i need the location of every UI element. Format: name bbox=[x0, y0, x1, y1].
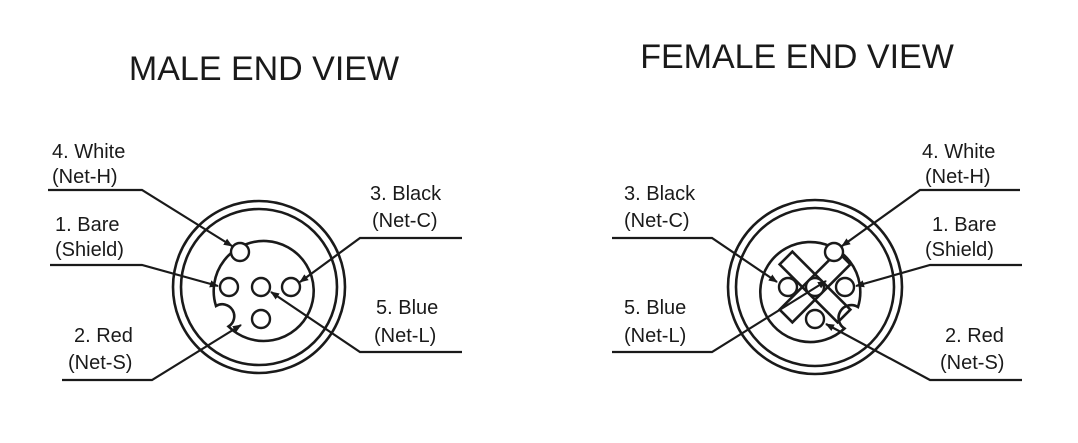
male-pin-4 bbox=[229, 241, 251, 263]
female-black-number: 3. Black bbox=[624, 183, 696, 205]
female-blue-signal: (Net-L) bbox=[624, 325, 686, 347]
female-red-signal: (Net-S) bbox=[940, 352, 1004, 374]
male-pin-5 bbox=[250, 276, 272, 298]
male-pin-2 bbox=[250, 308, 272, 330]
male-blue-number: 5. Blue bbox=[376, 297, 438, 319]
male-label-white: 4. White (Net-H) bbox=[48, 141, 233, 247]
female-bare-signal: (Shield) bbox=[925, 239, 994, 261]
male-blue-leader bbox=[270, 291, 462, 354]
male-bare-leader bbox=[50, 263, 219, 288]
male-key-outline bbox=[212, 239, 315, 343]
female-white-number: 4. White bbox=[922, 141, 995, 163]
male-red-number: 2. Red bbox=[74, 325, 133, 347]
female-pin-4 bbox=[823, 241, 845, 263]
male-black-number: 3. Black bbox=[370, 183, 442, 205]
female-white-leader bbox=[841, 188, 1020, 247]
female-white-signal: (Net-H) bbox=[925, 166, 991, 188]
male-outer-ring bbox=[171, 199, 347, 375]
male-bare-signal: (Shield) bbox=[55, 239, 124, 261]
female-end-view: FEMALE END VIEW 4. White (Net-H) 3. bbox=[612, 38, 1022, 382]
female-pin-3 bbox=[777, 276, 799, 298]
male-end-view: MALE END VIEW 4. White (Net-H) 3. Black … bbox=[48, 50, 462, 382]
male-black-leader bbox=[299, 236, 462, 283]
male-inner-ring bbox=[179, 207, 339, 367]
female-label-blue: 5. Blue (Net-L) bbox=[612, 280, 827, 354]
female-label-red: 2. Red (Net-S) bbox=[825, 323, 1022, 382]
female-bare-leader bbox=[855, 263, 1022, 288]
male-black-signal: (Net-C) bbox=[372, 210, 438, 232]
male-white-number: 4. White bbox=[52, 141, 125, 163]
female-black-signal: (Net-C) bbox=[624, 210, 690, 232]
female-pin-2 bbox=[804, 308, 826, 330]
female-label-black: 3. Black (Net-C) bbox=[612, 183, 778, 283]
male-pin-3 bbox=[280, 276, 302, 298]
female-blue-number: 5. Blue bbox=[624, 297, 686, 319]
male-white-leader bbox=[48, 188, 233, 247]
male-pin-1 bbox=[218, 276, 240, 298]
female-black-leader bbox=[612, 236, 778, 283]
male-label-blue: 5. Blue (Net-L) bbox=[270, 291, 462, 354]
female-connector-body bbox=[726, 198, 904, 376]
male-red-leader bbox=[62, 324, 242, 382]
male-connector-body bbox=[171, 199, 347, 375]
male-blue-signal: (Net-L) bbox=[374, 325, 436, 347]
male-white-signal: (Net-H) bbox=[52, 166, 118, 188]
male-label-black: 3. Black (Net-C) bbox=[299, 183, 462, 283]
male-label-red: 2. Red (Net-S) bbox=[62, 324, 242, 382]
female-label-white: 4. White (Net-H) bbox=[841, 141, 1020, 247]
female-red-number: 2. Red bbox=[945, 325, 1004, 347]
male-label-bare: 1. Bare (Shield) bbox=[50, 214, 219, 288]
male-bare-number: 1. Bare bbox=[55, 214, 119, 236]
female-red-leader bbox=[825, 323, 1022, 382]
male-red-signal: (Net-S) bbox=[68, 352, 132, 374]
female-outer-ring bbox=[726, 198, 904, 376]
female-blue-leader bbox=[612, 280, 827, 354]
female-pin-1 bbox=[834, 276, 856, 298]
female-inner-ring bbox=[734, 206, 896, 368]
female-bare-number: 1. Bare bbox=[932, 214, 996, 236]
female-label-bare: 1. Bare (Shield) bbox=[855, 214, 1022, 288]
male-title: MALE END VIEW bbox=[129, 50, 399, 88]
female-title: FEMALE END VIEW bbox=[640, 38, 954, 76]
